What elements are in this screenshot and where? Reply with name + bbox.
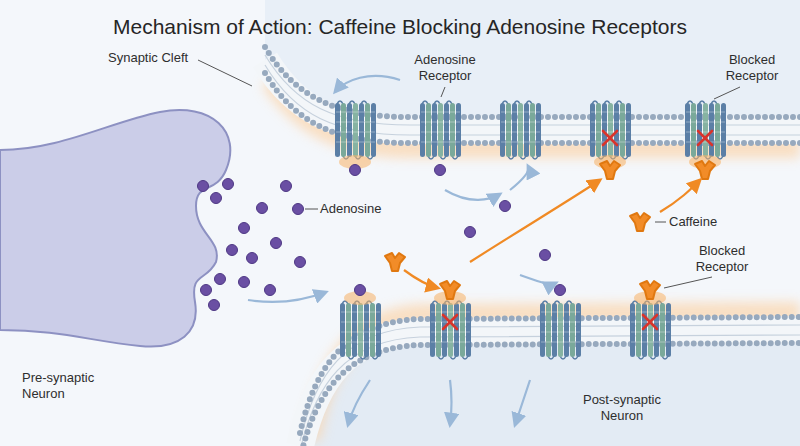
binding-glow	[339, 155, 721, 305]
block-mark	[443, 131, 712, 329]
adenosine-receptor	[335, 101, 726, 159]
part-label: Adenosine Receptor	[400, 52, 490, 84]
flow-arrow	[248, 76, 556, 425]
part-label: Blocked Receptor	[682, 243, 762, 275]
region-label: Pre-synaptic Neuron	[22, 370, 114, 402]
part-label: Blocked Receptor	[712, 52, 792, 84]
presynaptic-terminal	[0, 110, 230, 346]
molecule-label: Caffeine	[669, 214, 717, 230]
adenosine-receptor	[340, 301, 671, 359]
caffeine-arrow	[404, 180, 700, 288]
region-label: Post-synaptic Neuron	[572, 392, 672, 424]
leader-line	[198, 60, 740, 288]
diagram-title: Mechanism of Action: Caffeine Blocking A…	[113, 14, 687, 40]
caffeine-molecule	[385, 161, 715, 299]
molecule-label: Adenosine	[320, 201, 381, 217]
region-label: Synaptic Cleft	[108, 50, 188, 66]
